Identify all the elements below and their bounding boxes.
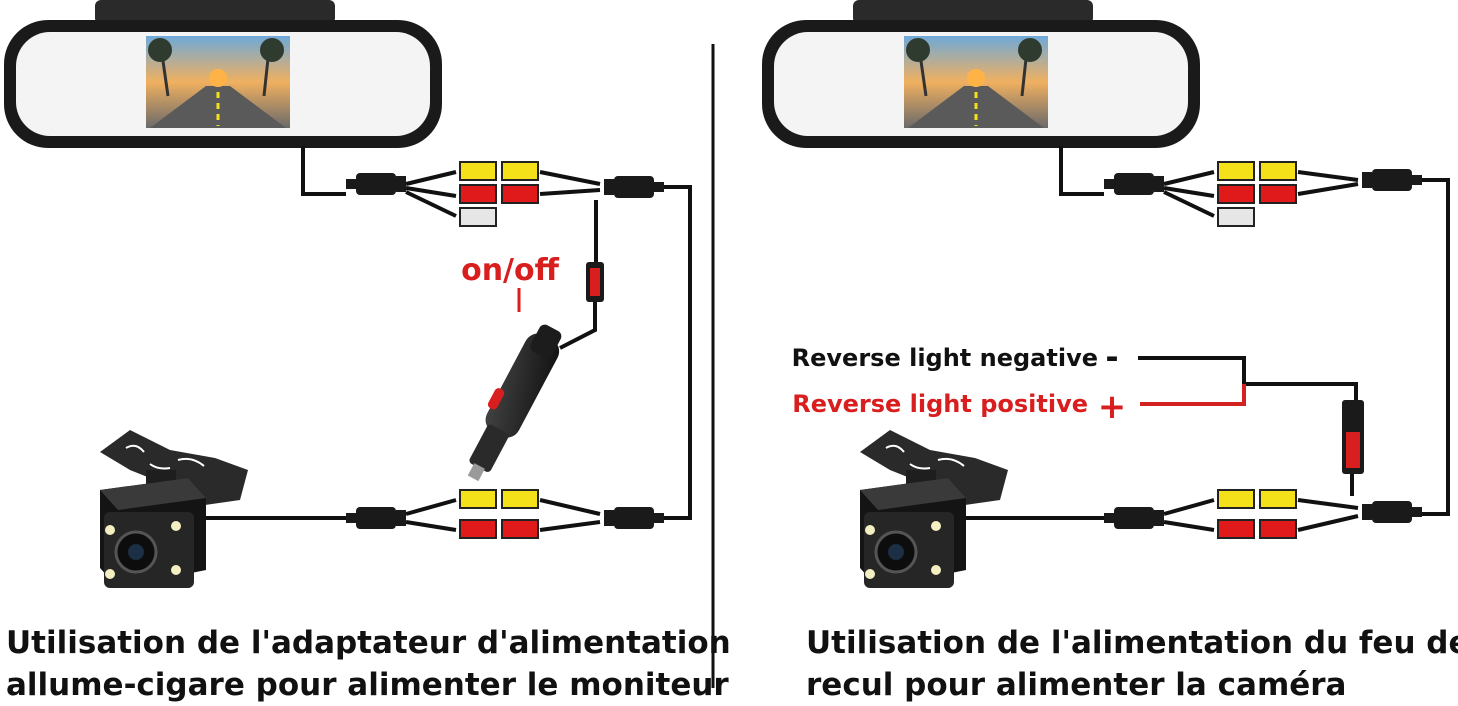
reverse-negative-sign: -: [1105, 338, 1118, 376]
camera-harness-left: [346, 489, 664, 539]
mirror-monitor-right: [760, 0, 1202, 150]
reverse-positive-sign: +: [1098, 387, 1127, 427]
reverse-light-wiring: Reverse light negative - Reverse light p…: [792, 338, 1364, 496]
left-caption-line2: allume-cigare pour alimenter le moniteur: [6, 667, 729, 703]
left-panel: on/off: [2, 0, 692, 590]
mirror-monitor-left: [2, 0, 444, 150]
camera-harness-right: [1104, 489, 1422, 539]
backup-camera-right: [858, 428, 1010, 590]
right-panel: Reverse light negative - Reverse light p…: [760, 0, 1450, 590]
monitor-harness-left: [346, 161, 692, 520]
right-caption-line1: Utilisation de l'alimentation du feu de: [806, 625, 1458, 661]
on-off-label: on/off: [461, 253, 560, 288]
right-caption-line2: recul pour alimenter la caméra: [806, 667, 1347, 703]
reverse-negative-label: Reverse light negative: [792, 344, 1098, 372]
cigarette-lighter-adapter: on/off: [461, 200, 604, 482]
right-caption: Utilisation de l'alimentation du feu de …: [806, 622, 1458, 706]
reverse-positive-label: Reverse light positive: [792, 390, 1088, 418]
monitor-harness-right: [1104, 161, 1450, 516]
left-caption-line1: Utilisation de l'adaptateur d'alimentati…: [6, 625, 731, 661]
left-caption: Utilisation de l'adaptateur d'alimentati…: [6, 622, 731, 706]
backup-camera-left: [98, 428, 250, 590]
